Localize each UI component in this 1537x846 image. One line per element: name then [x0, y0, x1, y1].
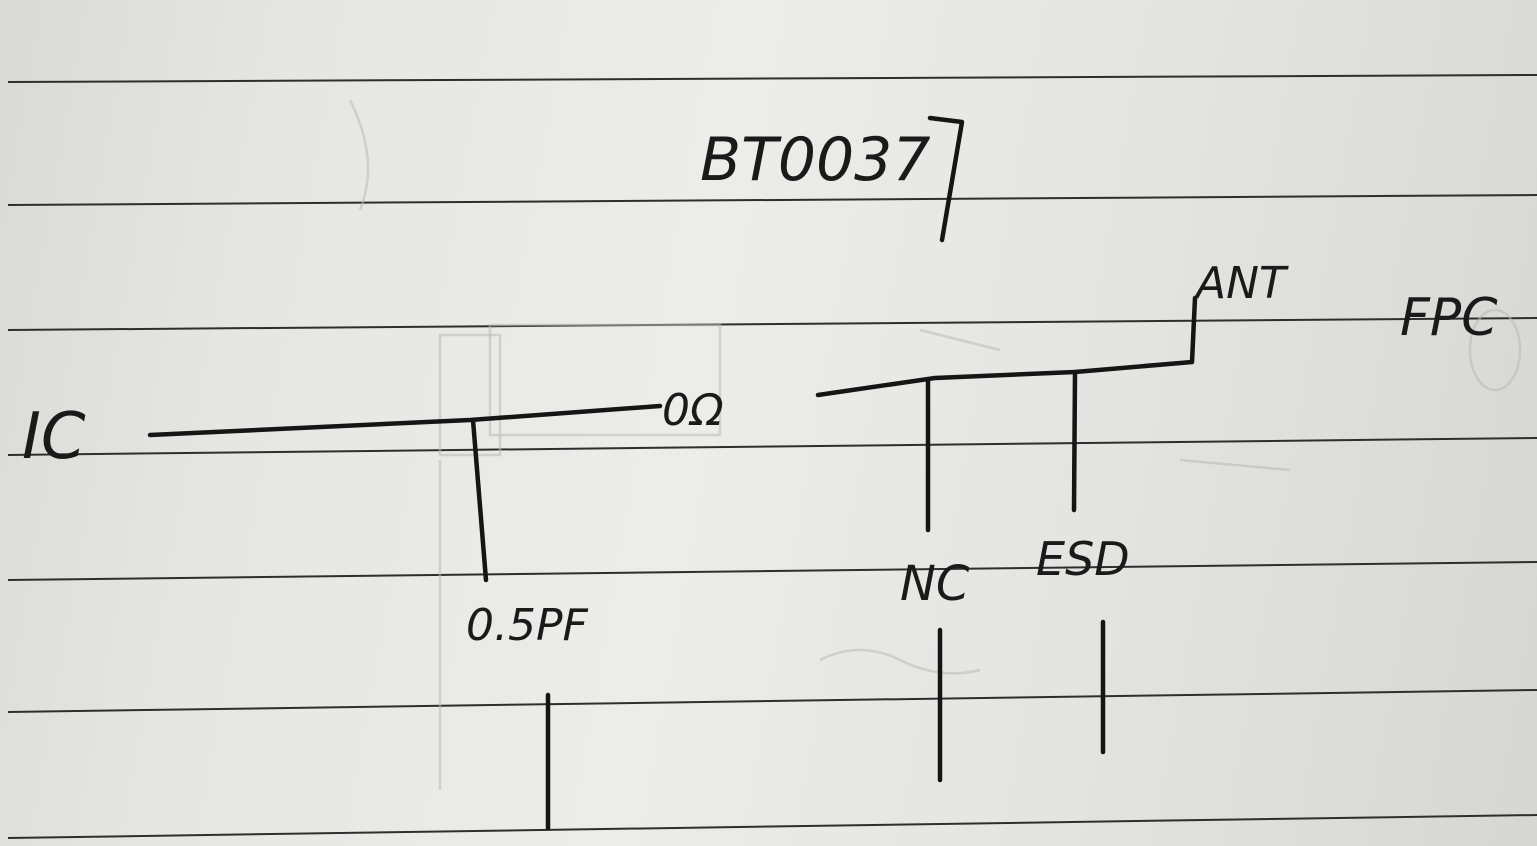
nc-label: NC: [900, 556, 970, 612]
title-label: BT0037: [700, 125, 931, 195]
cap-label: 0.5PF: [466, 600, 589, 651]
resistor-label: 0Ω: [662, 385, 724, 436]
ruled-lines: [7, 74, 1537, 839]
antenna-label: ANT: [1193, 258, 1289, 309]
signal-path: [147, 115, 1198, 831]
esd-label: ESD: [1036, 532, 1130, 586]
bleed-through-marks: [348, 99, 1522, 790]
ic-label: IC: [22, 400, 86, 474]
fpc-label: FPC: [1400, 288, 1498, 348]
